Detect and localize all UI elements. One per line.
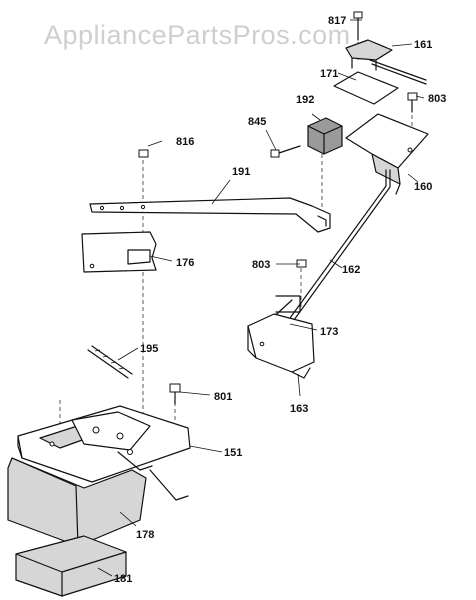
callout-817: 817 <box>328 15 346 27</box>
part-151-lock-mechanism <box>17 405 191 501</box>
callout-161: 161 <box>414 39 432 51</box>
part-181-pad <box>15 535 127 597</box>
callout-181: 181 <box>114 573 132 585</box>
callout-176: 176 <box>176 257 194 269</box>
callout-171: 171 <box>320 68 338 80</box>
callout-173: 173 <box>320 326 338 338</box>
part-195-pin <box>87 345 133 379</box>
callout-160: 160 <box>414 181 432 193</box>
callout-845: 845 <box>248 116 266 128</box>
part-803-screw-lower <box>296 259 307 268</box>
leader-lines <box>97 19 425 577</box>
part-801-screw <box>169 383 181 405</box>
callout-803-lower: 803 <box>252 259 270 271</box>
callout-163: 163 <box>290 403 308 415</box>
part-163-bracket <box>247 313 315 379</box>
callout-801: 801 <box>214 391 232 403</box>
part-160-bracket <box>345 113 429 195</box>
part-178-insulation <box>7 457 147 547</box>
part-171-plate <box>333 71 399 105</box>
part-817-screw <box>353 11 363 41</box>
part-176-plate <box>81 231 157 273</box>
part-845-screw <box>270 145 301 158</box>
part-161-bracket <box>345 39 427 85</box>
part-803-screw-upper <box>407 92 418 113</box>
callout-191: 191 <box>232 166 250 178</box>
part-162-rod <box>289 169 391 321</box>
callout-803-upper: 803 <box>428 93 446 105</box>
part-191-lever <box>89 197 331 233</box>
callout-178: 178 <box>136 529 154 541</box>
part-816-screw <box>138 149 149 158</box>
callout-195: 195 <box>140 343 158 355</box>
callout-labels: 817 161 171 803 192 845 816 191 160 176 … <box>114 15 446 585</box>
callout-151: 151 <box>224 447 242 459</box>
callout-192: 192 <box>296 94 314 106</box>
part-192-block <box>307 117 343 155</box>
callout-162: 162 <box>342 264 360 276</box>
watermark: AppliancePartsPros.com <box>44 20 351 50</box>
callout-816: 816 <box>176 136 194 148</box>
